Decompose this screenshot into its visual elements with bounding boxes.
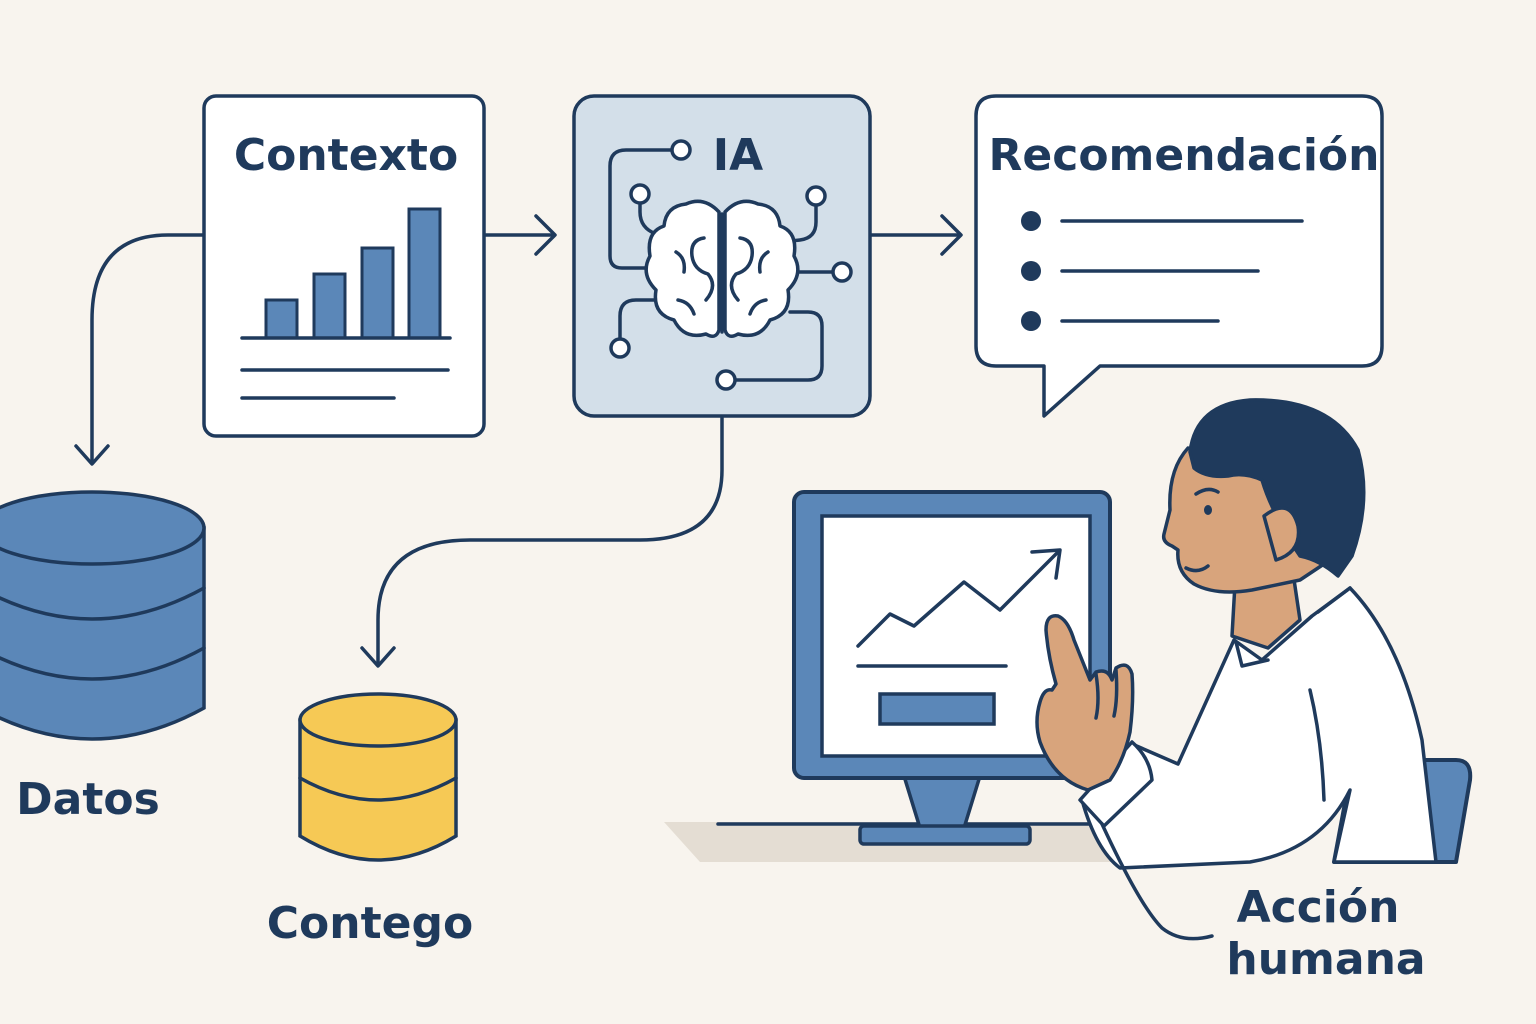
bar-chart-icon [240,207,452,340]
recomendacion-node: Recomendación [974,94,1384,418]
contexto-label: Contexto [234,130,458,181]
contego-database-icon [298,692,458,862]
contego-label: Contego [267,898,473,949]
connector-contexto-to-ia [482,214,557,256]
ia-node: IA [572,94,872,418]
connector-ia-to-recomendacion [868,214,963,256]
accion-label-line2: humana [1226,934,1425,985]
accion-label-line1: Acción [1237,882,1400,933]
recomendacion-label: Recomendación [989,130,1380,181]
ia-label: IA [713,130,763,181]
contexto-node: Contexto [202,94,486,438]
brain-circuit-icon [608,139,853,391]
connector-ia-to-contego [360,416,724,668]
list-icon [1021,211,1304,331]
trend-chart-monitor-icon [792,490,1112,846]
connector-contexto-to-datos [74,233,206,466]
person-icon [1035,398,1438,941]
datos-label: Datos [16,774,160,825]
datos-database-icon [0,490,206,741]
